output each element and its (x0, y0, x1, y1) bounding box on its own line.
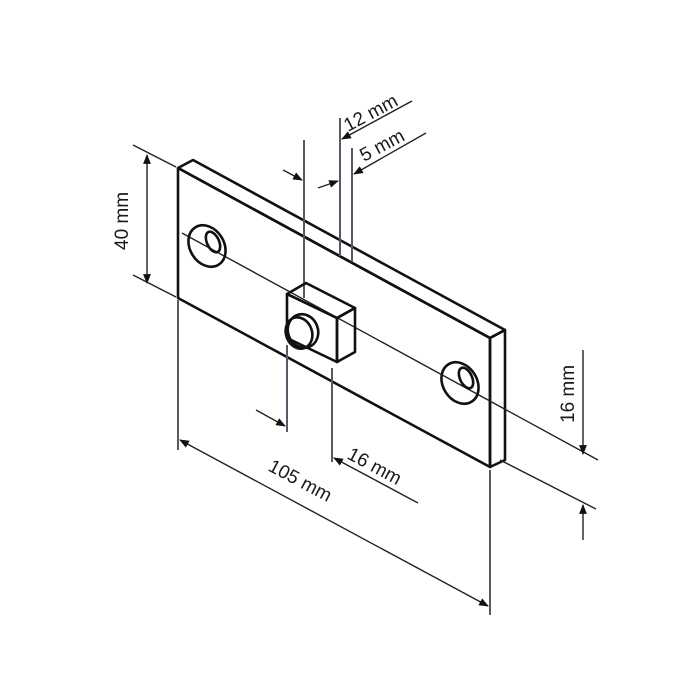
right-hole (440, 360, 480, 406)
length-label: 105 mm (265, 456, 335, 507)
thickness-dimension: 5 mm (317, 126, 427, 189)
mounting-plate (176, 158, 507, 469)
thickness-label: 5 mm (356, 126, 408, 167)
height-label: 40 mm (112, 192, 133, 250)
hole-offset-label: 16 mm (558, 365, 579, 423)
length-dimension: 105 mm (177, 300, 491, 615)
nut-offset-label: 16 mm (344, 444, 405, 490)
hole-axis-line (181, 232, 599, 461)
left-hole (187, 223, 227, 269)
hole-offset-dimension: 16 mm (499, 350, 597, 540)
square-nut (284, 281, 357, 364)
height-dimension: 40 mm (112, 144, 177, 298)
